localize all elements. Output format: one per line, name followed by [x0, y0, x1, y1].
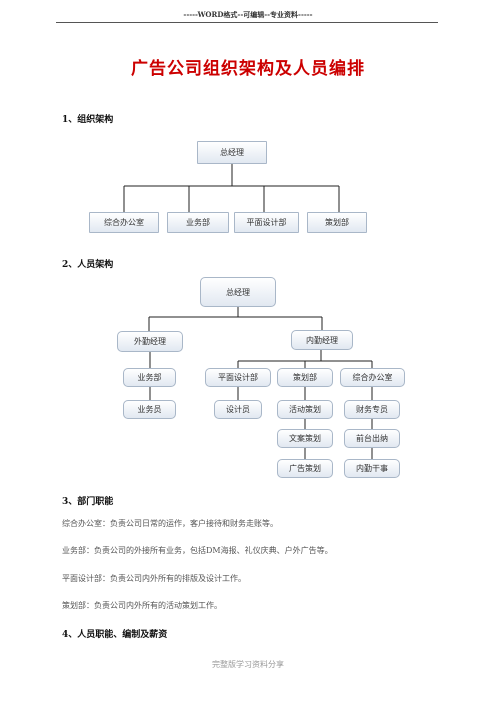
org-dept-box: 策划部 — [307, 212, 367, 233]
section-heading-functions: 3、部门职能 — [62, 497, 114, 507]
design-dept-box: 平面设计部 — [205, 368, 271, 387]
planning-role-box: 活动策划 — [277, 400, 333, 419]
section-heading-staff: 2、人员架构 — [62, 260, 114, 270]
org-dept-box: 综合办公室 — [89, 212, 159, 233]
org-dept-box: 业务部 — [167, 212, 229, 233]
business-dept-box: 业务部 — [123, 368, 176, 387]
function-paragraph: 策划部：负责公司内外所有的活动策划工作。 — [62, 601, 222, 610]
staff-root-box: 总经理 — [200, 277, 276, 307]
office-role-box: 前台出纳 — [344, 429, 400, 448]
section-heading-org: 1、组织架构 — [62, 115, 114, 125]
office-role-box: 财务专员 — [344, 400, 400, 419]
planning-role-box: 广告策划 — [277, 459, 333, 478]
office-dept-box: 综合办公室 — [340, 368, 405, 387]
planning-dept-box: 策划部 — [277, 368, 333, 387]
org-dept-box: 平面设计部 — [234, 212, 299, 233]
section-heading-staffing: 4、人员职能、编制及薪资 — [62, 630, 168, 640]
designer-box: 设计员 — [214, 400, 262, 419]
office-role-box: 内勤干事 — [344, 459, 400, 478]
header-divider — [56, 22, 438, 23]
page-header: -----WORD格式--可编辑--专业资料----- — [183, 10, 313, 19]
org-root-box: 总经理 — [197, 141, 267, 164]
function-paragraph: 业务部：负责公司的外接所有业务，包括DM海报、礼仪庆典、户外广告等。 — [62, 546, 333, 555]
planning-role-box: 文案策划 — [277, 429, 333, 448]
business-staff-box: 业务员 — [123, 400, 176, 419]
function-paragraph: 综合办公室：负责公司日常的运作，客户接待和财务走账等。 — [62, 519, 278, 528]
document-title: 广告公司组织架构及人员编排 — [131, 59, 365, 79]
page-footer: 完整版学习资料分享 — [212, 660, 284, 669]
outer-manager-box: 外勤经理 — [117, 331, 183, 352]
inner-manager-box: 内勤经理 — [291, 330, 353, 350]
function-paragraph: 平面设计部：负责公司内外所有的排版及设计工作。 — [62, 574, 246, 583]
